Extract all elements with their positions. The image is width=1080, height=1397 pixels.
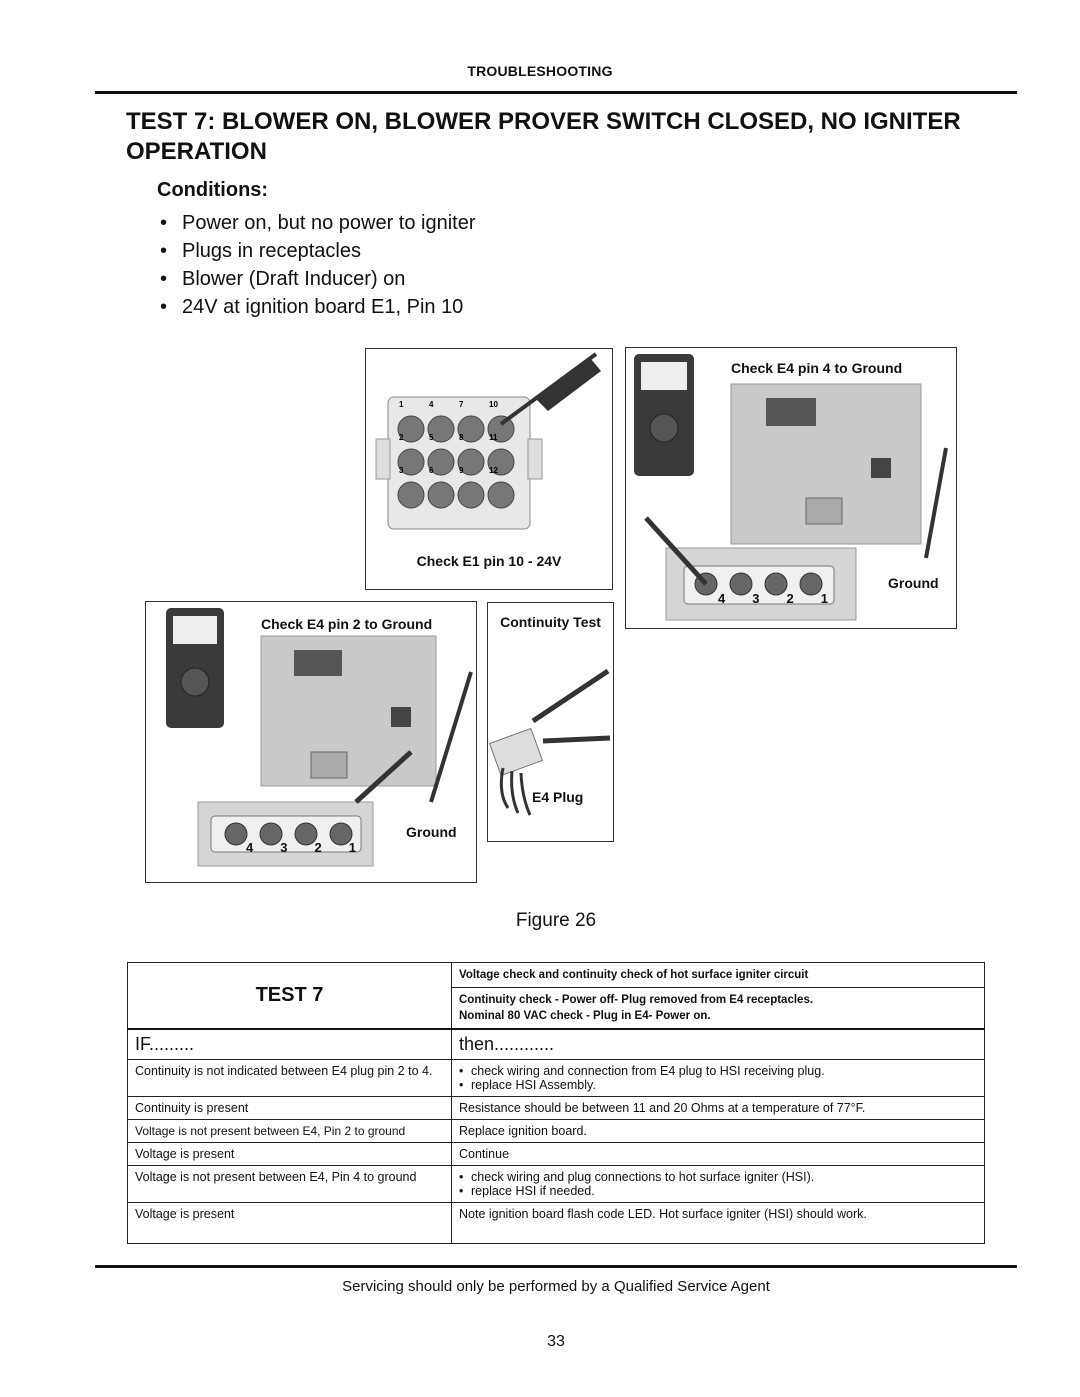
continuity-test-photo: Continuity Test E4 Plug	[487, 602, 614, 842]
e1-pin-number: 4	[429, 400, 434, 409]
e4-pin4-photo: Check E4 pin 4 to Ground Ground 4 3 2 1	[625, 347, 957, 629]
conditions-list: Power on, but no power to igniter Plugs …	[160, 209, 476, 321]
if-cell: Continuity is present	[127, 1096, 452, 1120]
continuity-illustration	[488, 668, 611, 816]
page-title: TEST 7: BLOWER ON, BLOWER PROVER SWITCH …	[126, 108, 961, 165]
plug-pin-numbers: 4 3 2 1	[718, 591, 828, 606]
e1-pin-number: 6	[429, 466, 434, 475]
table-row: Voltage is present Continue	[127, 1142, 985, 1166]
e1-pin-number: 9	[459, 466, 464, 475]
if-cell: Voltage is present	[127, 1202, 452, 1244]
page-number: 33	[547, 1333, 565, 1350]
plug-pin: 4	[718, 591, 726, 606]
then-bullet: check wiring and plug connections to hot…	[459, 1170, 977, 1184]
then-bullet: replace HSI if needed.	[459, 1184, 977, 1198]
condition-item: Plugs in receptacles	[160, 237, 476, 265]
troubleshooting-table: TEST 7 Voltage check and continuity chec…	[127, 962, 985, 1244]
test-label: TEST 7	[127, 962, 452, 1030]
e1-pin-number: 2	[399, 433, 404, 442]
board-pin4-illustration	[634, 354, 948, 621]
e1-pin-number: 10	[489, 400, 498, 409]
if-cell: Continuity is not indicated between E4 p…	[127, 1059, 452, 1097]
table-row: Voltage is not present between E4, Pin 2…	[127, 1119, 985, 1143]
e4-pin2-photo: Check E4 pin 2 to Ground Ground 4 3 2 1	[145, 601, 477, 883]
e1-pin-number: 1	[399, 400, 404, 409]
plug-pin-numbers: 4 3 2 1	[246, 840, 356, 855]
table-header-2a: Continuity check - Power off- Plug remov…	[459, 994, 814, 1006]
plug-pin: 1	[348, 840, 356, 855]
plug-pin: 2	[314, 840, 322, 855]
e1-pin-number: 5	[429, 433, 434, 442]
footer-note: Servicing should only be performed by a …	[342, 1278, 770, 1295]
e1-connector-illustration: 1 4 7 10 2 5 8 11 3 6 9 12	[375, 352, 601, 530]
then-cell: check wiring and connection from E4 plug…	[451, 1059, 985, 1097]
table-row: Voltage is present Note ignition board f…	[127, 1202, 985, 1244]
footer-rule	[95, 1265, 1017, 1268]
figure-caption: Figure 26	[515, 910, 597, 931]
then-bullet: replace HSI Assembly.	[459, 1078, 977, 1092]
then-cell: Replace ignition board.	[451, 1119, 985, 1143]
plug-pin: 2	[786, 591, 794, 606]
table-row: Continuity is not indicated between E4 p…	[127, 1059, 985, 1097]
e1-connector-photo: 1 4 7 10 2 5 8 11 3 6 9 12 Check E1 pin 10 - 24V	[365, 348, 613, 590]
e4-pin2-check-label: Check E4 pin 2 to Ground	[261, 616, 433, 632]
plug-pin: 4	[246, 840, 254, 855]
e1-pin-number: 11	[489, 433, 498, 442]
conditions-heading: Conditions:	[157, 179, 269, 201]
if-cell: Voltage is present	[127, 1142, 452, 1166]
if-cell: Voltage is not present between E4, Pin 4…	[127, 1165, 452, 1203]
board-pin2-illustration	[166, 608, 473, 867]
plug-pin: 3	[280, 840, 288, 855]
then-cell: Resistance should be between 11 and 20 O…	[451, 1096, 985, 1120]
condition-item: 24V at ignition board E1, Pin 10	[160, 293, 476, 321]
ground-label-pin2: Ground	[406, 824, 457, 840]
header-rule	[95, 91, 1017, 94]
e1-pin-number: 8	[459, 433, 464, 442]
table-row: Continuity is present Resistance should …	[127, 1096, 985, 1120]
table-row: Voltage is not present between E4, Pin 4…	[127, 1165, 985, 1203]
then-label: then............	[451, 1028, 985, 1060]
e1-check-label: Check E1 pin 10 - 24V	[416, 553, 562, 569]
then-cell: check wiring and plug connections to hot…	[451, 1165, 985, 1203]
e4-plug-label: E4 Plug	[532, 789, 584, 805]
plug-pin: 3	[752, 591, 760, 606]
condition-item: Blower (Draft Inducer) on	[160, 265, 476, 293]
if-cell: Voltage is not present between E4, Pin 2…	[127, 1119, 452, 1143]
continuity-test-label: Continuity Test	[500, 614, 601, 630]
table-header-2b: Nominal 80 VAC check - Plug in E4- Power…	[459, 1010, 711, 1022]
e1-pin-number: 12	[489, 466, 498, 475]
table-header-1: Voltage check and continuity check of ho…	[451, 962, 985, 988]
if-label: IF.........	[127, 1028, 452, 1060]
ground-label-pin4: Ground	[888, 575, 939, 591]
e1-pin-number: 7	[459, 400, 464, 409]
section-header: TROUBLESHOOTING	[467, 63, 613, 79]
then-bullet: check wiring and connection from E4 plug…	[459, 1064, 977, 1078]
then-cell: Note ignition board flash code LED. Hot …	[451, 1202, 985, 1244]
e4-pin4-check-label: Check E4 pin 4 to Ground	[731, 360, 903, 376]
plug-pin: 1	[820, 591, 828, 606]
then-cell: Continue	[451, 1142, 985, 1166]
e1-pin-number: 3	[399, 466, 404, 475]
condition-item: Power on, but no power to igniter	[160, 209, 476, 237]
table-header-2: Continuity check - Power off- Plug remov…	[451, 987, 985, 1030]
